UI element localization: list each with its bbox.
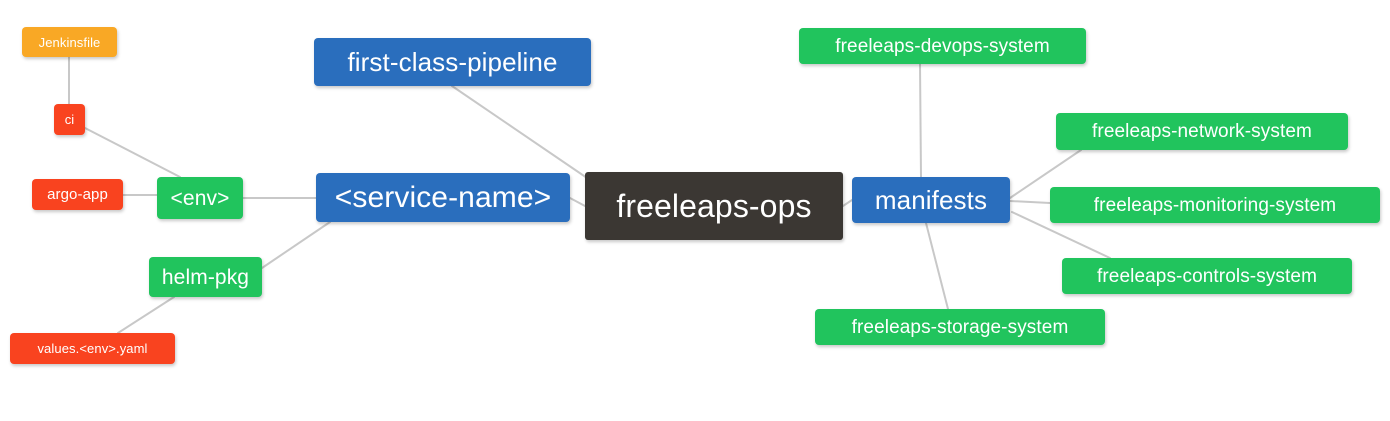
- node-label: freeleaps-controls-system: [1096, 265, 1318, 287]
- node-label: first-class-pipeline: [347, 47, 558, 77]
- edge-manifests-to-devops: [919, 63, 922, 178]
- node-label: freeleaps-monitoring-system: [1093, 194, 1337, 216]
- mindmap-node-service[interactable]: <service-name>: [316, 173, 570, 222]
- mindmap-node-network[interactable]: freeleaps-network-system: [1056, 113, 1348, 150]
- edge-root-to-manifests: [842, 199, 853, 207]
- node-label: freeleaps-ops: [616, 188, 812, 224]
- node-label: ci: [64, 112, 75, 127]
- edge-service-to-helm: [261, 221, 331, 269]
- edge-env-to-ci: [84, 127, 181, 178]
- mindmap-node-root[interactable]: freeleaps-ops: [585, 172, 843, 240]
- edge-manifests-to-monitoring: [1009, 200, 1051, 204]
- mindmap-node-devops[interactable]: freeleaps-devops-system: [799, 28, 1086, 64]
- mindmap-node-helm[interactable]: helm-pkg: [149, 257, 262, 297]
- mindmap-node-ci[interactable]: ci: [54, 104, 85, 135]
- mindmap-node-env[interactable]: <env>: [157, 177, 243, 219]
- mindmap-node-monitoring[interactable]: freeleaps-monitoring-system: [1050, 187, 1380, 223]
- node-label: freeleaps-network-system: [1092, 121, 1312, 142]
- node-label: <env>: [170, 186, 230, 210]
- mindmap-node-pipeline[interactable]: first-class-pipeline: [314, 38, 591, 86]
- node-label: helm-pkg: [161, 265, 250, 289]
- node-label: freeleaps-devops-system: [835, 35, 1050, 57]
- node-label: manifests: [874, 185, 988, 215]
- edge-manifests-to-storage: [925, 222, 949, 310]
- edge-root-to-pipeline: [451, 85, 591, 181]
- mindmap-node-storage[interactable]: freeleaps-storage-system: [815, 309, 1105, 345]
- edge-helm-to-values: [117, 296, 175, 334]
- mindmap-node-manifests[interactable]: manifests: [852, 177, 1010, 223]
- mindmap-node-values[interactable]: values.<env>.yaml: [10, 333, 175, 364]
- node-label: argo-app: [47, 186, 108, 203]
- mindmap-node-argo[interactable]: argo-app: [32, 179, 123, 210]
- node-label: Jenkinsfile: [38, 34, 101, 50]
- mindmap-node-controls[interactable]: freeleaps-controls-system: [1062, 258, 1352, 294]
- node-label: freeleaps-storage-system: [851, 316, 1069, 338]
- node-label: <service-name>: [334, 180, 552, 214]
- mindmap-node-jenkins[interactable]: Jenkinsfile: [22, 27, 117, 57]
- edge-root-to-service: [569, 197, 586, 207]
- node-label: values.<env>.yaml: [37, 341, 148, 356]
